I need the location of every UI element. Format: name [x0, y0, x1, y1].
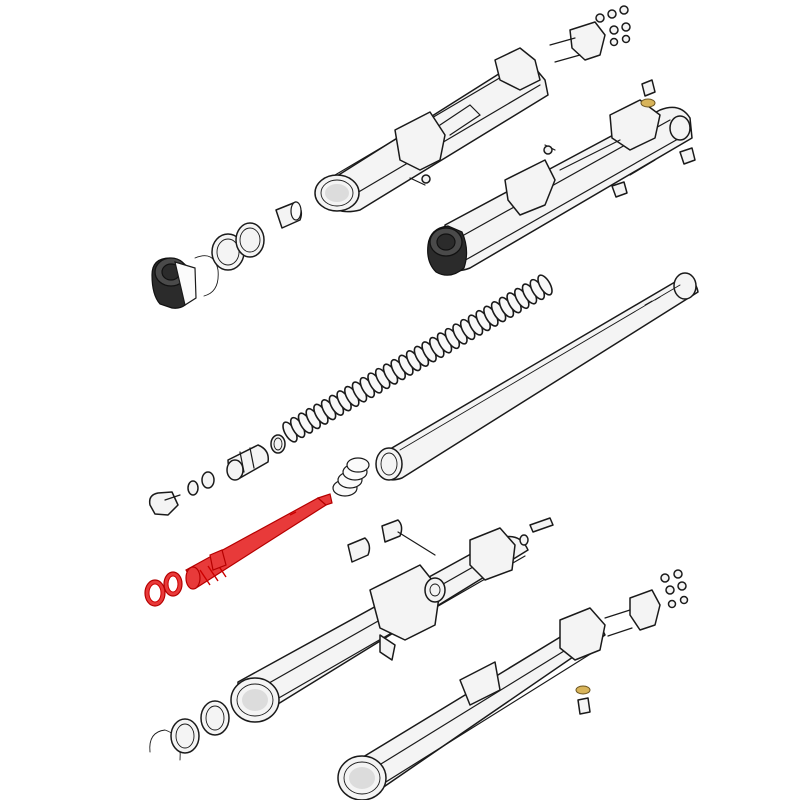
lower-left-hardware	[347, 517, 554, 563]
lower-left-seal-stack	[149, 700, 230, 761]
upper-left-fork-slider	[314, 47, 549, 213]
drain-bolt	[148, 491, 179, 516]
damper-rod-assembly	[144, 493, 333, 607]
lower-seal-spacer	[200, 700, 230, 736]
rebound-spring	[332, 457, 370, 497]
upper-right-fork-slider	[444, 99, 693, 272]
spring-coil	[537, 274, 553, 296]
dust-seal	[151, 257, 197, 309]
lower-right-axle-clamp	[604, 569, 689, 637]
fork-spring	[282, 274, 553, 443]
upper-left-axle-clamp	[549, 5, 631, 63]
upper-left-seal-stack	[151, 201, 303, 309]
lower-right-bolt-washer	[575, 685, 591, 715]
damper-rod-top-parts	[148, 434, 286, 516]
fork-tube	[375, 272, 699, 481]
lower-oil-seal	[170, 718, 200, 754]
lower-right-fork-slider	[337, 607, 606, 800]
oring-2	[187, 480, 199, 496]
upper-right-bolt-washer	[611, 79, 696, 198]
upper-right-dust-seal	[427, 225, 468, 276]
retaining-clip	[194, 255, 219, 297]
lower-left-fork-slider	[230, 527, 529, 723]
adjuster-washer	[270, 434, 286, 454]
oring-1	[201, 471, 215, 489]
